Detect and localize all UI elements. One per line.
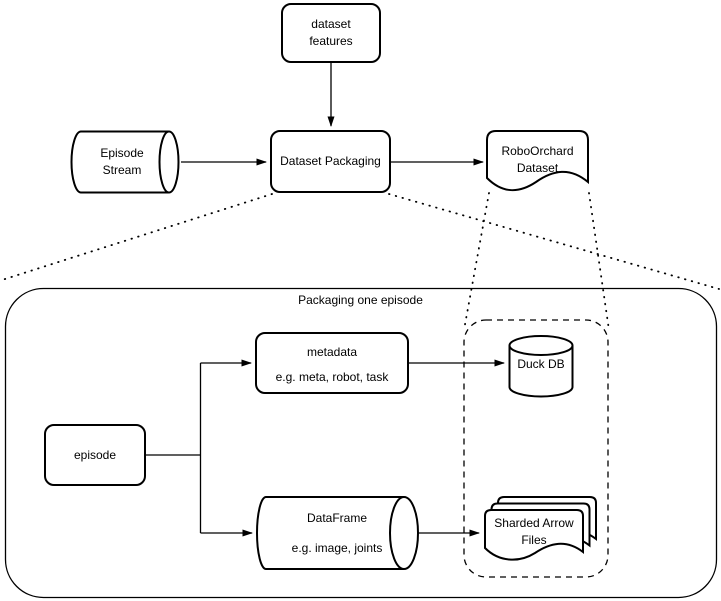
node-sharded-arrow-files-shape <box>484 496 597 561</box>
expansion-lines <box>1 192 720 331</box>
edges <box>145 62 505 537</box>
dataframe-body <box>256 496 404 570</box>
expansion-line-right <box>388 193 720 290</box>
packaging-container-title: Packaging one episode <box>298 292 423 307</box>
node-episode-shape <box>44 424 146 486</box>
dataframe-label: DataFrame <box>306 510 368 525</box>
roboorchard-dataset-label: RoboOrchard Dataset <box>501 144 574 175</box>
packaging-detail-container <box>4 287 718 599</box>
projection-line-left <box>463 192 490 331</box>
duck-db-label: Duck DB <box>517 356 565 371</box>
node-episode-stream-shape <box>70 130 180 194</box>
dataset-packaging-label: Dataset Packaging <box>280 154 381 168</box>
edge-episode-branch <box>145 363 202 533</box>
projection-line-right <box>588 192 610 331</box>
duck-db-body <box>508 345 574 398</box>
dataframe-cap <box>389 496 419 570</box>
node-dataframe-shape <box>256 496 419 570</box>
node-roboorchard-dataset-shape <box>486 130 589 192</box>
metadata-sublabel: e.g. meta, robot, task <box>275 369 389 384</box>
dataframe-sublabel: e.g. image, joints <box>291 540 383 555</box>
node-dataset-packaging-shape <box>270 130 391 193</box>
episode-stream-cap <box>158 130 180 194</box>
expansion-line-left <box>1 193 273 281</box>
dataset-features-label: dataset features <box>309 17 353 48</box>
duck-db-top <box>508 335 574 356</box>
episode-label: episode <box>73 447 117 462</box>
node-dataset-features-shape <box>281 3 381 63</box>
output-group-dashed-box <box>463 319 609 578</box>
metadata-label: metadata <box>306 344 358 359</box>
node-metadata-shape <box>255 332 409 394</box>
episode-stream-label: Episode Stream <box>100 146 144 177</box>
node-duck-db-shape <box>508 335 574 398</box>
sharded-arrow-files-label: Sharded Arrow Files <box>494 516 574 547</box>
sharded-file-front <box>484 509 584 561</box>
episode-stream-body <box>70 130 169 194</box>
